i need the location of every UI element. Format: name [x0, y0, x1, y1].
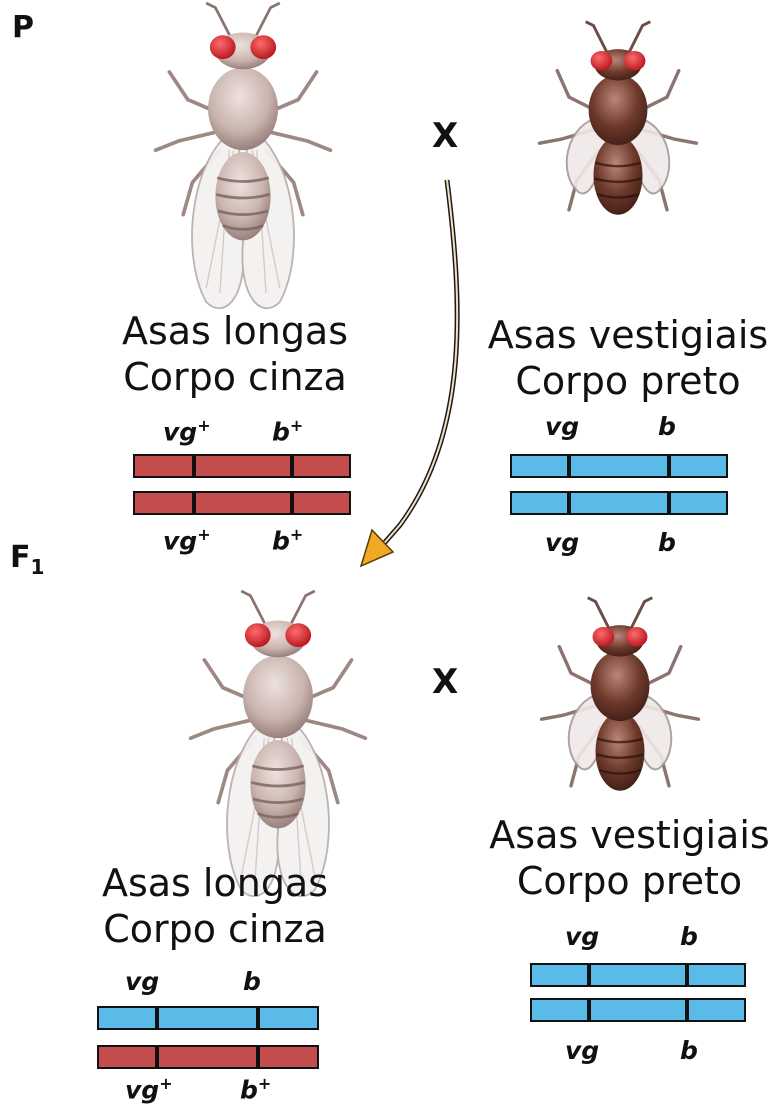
body-phenotype-text: Corpo preto — [478, 358, 778, 404]
wing-phenotype-text: Asas longas — [85, 860, 345, 906]
allele-label: b — [658, 528, 676, 557]
body-phenotype-text: Corpo preto — [480, 858, 779, 904]
dominant-chromosome — [133, 454, 351, 478]
allele-label: b+ — [240, 1074, 271, 1104]
testcross-fly-icon — [542, 598, 699, 791]
body-phenotype-text: Corpo cinza — [110, 354, 360, 400]
allele-label: vg+ — [163, 416, 211, 446]
wing-phenotype-text: Asas vestigiais — [478, 312, 778, 358]
allele-label: b — [243, 967, 261, 996]
wing-phenotype-text: Asas vestigiais — [480, 812, 779, 858]
testcross-phenotype: Asas vestigiais Corpo preto — [480, 812, 779, 904]
allele-label: vg — [545, 528, 579, 557]
allele-label: b — [680, 1036, 698, 1065]
parental-generation-label: P — [12, 10, 34, 45]
recessive-chromosome — [97, 1006, 319, 1030]
allele-label: vg — [545, 412, 579, 441]
allele-label: b+ — [272, 525, 303, 555]
f1-phenotype: Asas longas Corpo cinza — [85, 860, 345, 952]
p-male-fly-icon — [540, 22, 697, 215]
allele-label: b — [680, 922, 698, 951]
recessive-chromosome — [510, 491, 728, 515]
recessive-chromosome — [530, 963, 746, 987]
allele-label: b — [658, 412, 676, 441]
dominant-chromosome — [133, 491, 351, 515]
testcross-symbol: X — [432, 662, 458, 702]
wing-phenotype-text: Asas longas — [110, 308, 360, 354]
allele-label: vg+ — [163, 525, 211, 555]
allele-label: vg — [565, 922, 599, 951]
f1-generation-label: F1 — [10, 540, 44, 579]
allele-label: b+ — [272, 416, 303, 446]
descent-arrow — [361, 180, 457, 566]
body-phenotype-text: Corpo cinza — [85, 906, 345, 952]
p-female-phenotype: Asas longas Corpo cinza — [110, 308, 360, 400]
allele-label: vg — [125, 967, 159, 996]
p-male-phenotype: Asas vestigiais Corpo preto — [478, 312, 778, 404]
recessive-chromosome — [530, 998, 746, 1022]
dominant-chromosome — [97, 1045, 319, 1069]
f1-fly-icon — [191, 591, 366, 896]
p-female-fly-icon — [156, 3, 331, 308]
parental-cross-symbol: X — [432, 116, 458, 156]
recessive-chromosome — [510, 454, 728, 478]
allele-label: vg+ — [125, 1074, 173, 1104]
allele-label: vg — [565, 1036, 599, 1065]
